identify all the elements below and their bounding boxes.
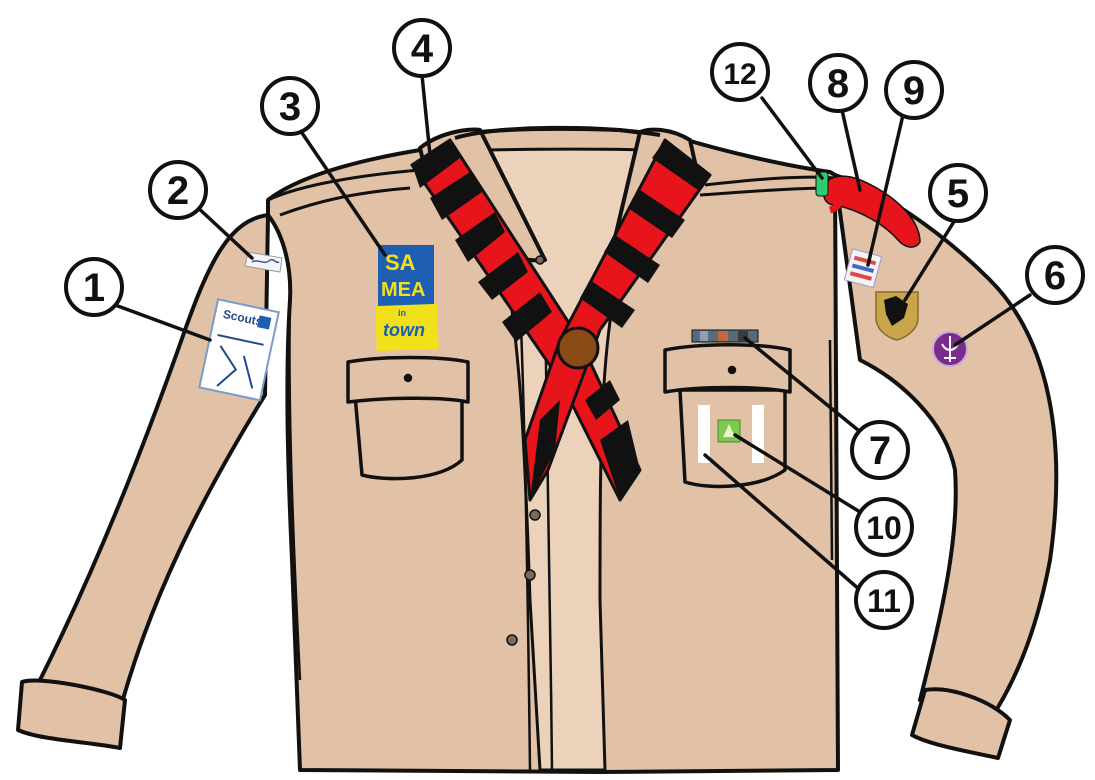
callout-11: 11 <box>856 572 912 628</box>
callout-8: 8 <box>810 55 866 111</box>
callout-4-number: 4 <box>411 27 434 71</box>
chest-badge: SA MEA in town <box>375 245 439 351</box>
callout-12-number: 12 <box>723 58 756 91</box>
button <box>536 256 544 264</box>
callout-9-number: 9 <box>903 69 925 113</box>
callout-1-number: 1 <box>83 266 105 310</box>
callout-3-number: 3 <box>279 85 301 129</box>
callout-8-number: 8 <box>827 62 849 106</box>
callout-2: 2 <box>150 162 206 218</box>
chest-badge-line4: town <box>383 320 425 340</box>
callout-7-number: 7 <box>869 429 891 473</box>
callout-9: 9 <box>886 62 942 118</box>
callout-6-number: 6 <box>1044 254 1066 298</box>
callout-2-number: 2 <box>167 169 189 213</box>
button <box>507 635 517 645</box>
callout-1: 1 <box>66 259 122 315</box>
button <box>525 570 535 580</box>
callout-6: 6 <box>1027 247 1083 303</box>
right-sleeve-purple-badge <box>933 332 967 366</box>
callout-11-number: 11 <box>867 583 901 619</box>
left-pocket <box>348 358 468 479</box>
callout-4: 4 <box>394 20 450 76</box>
chest-badge-line3: in <box>398 308 406 318</box>
callout-3: 3 <box>262 78 318 134</box>
callout-10-number: 10 <box>866 510 902 546</box>
chest-badge-line2: MEA <box>381 279 425 301</box>
callout-10: 10 <box>856 499 912 555</box>
right-pocket <box>665 345 790 487</box>
pocket-green-badge <box>718 420 740 442</box>
button <box>530 510 540 520</box>
callout-5: 5 <box>930 165 986 221</box>
callout-12: 12 <box>712 44 768 100</box>
callout-5-number: 5 <box>947 172 969 216</box>
woggle <box>558 328 598 368</box>
callout-7: 7 <box>852 422 908 478</box>
chest-badge-line1: SA <box>385 250 416 275</box>
